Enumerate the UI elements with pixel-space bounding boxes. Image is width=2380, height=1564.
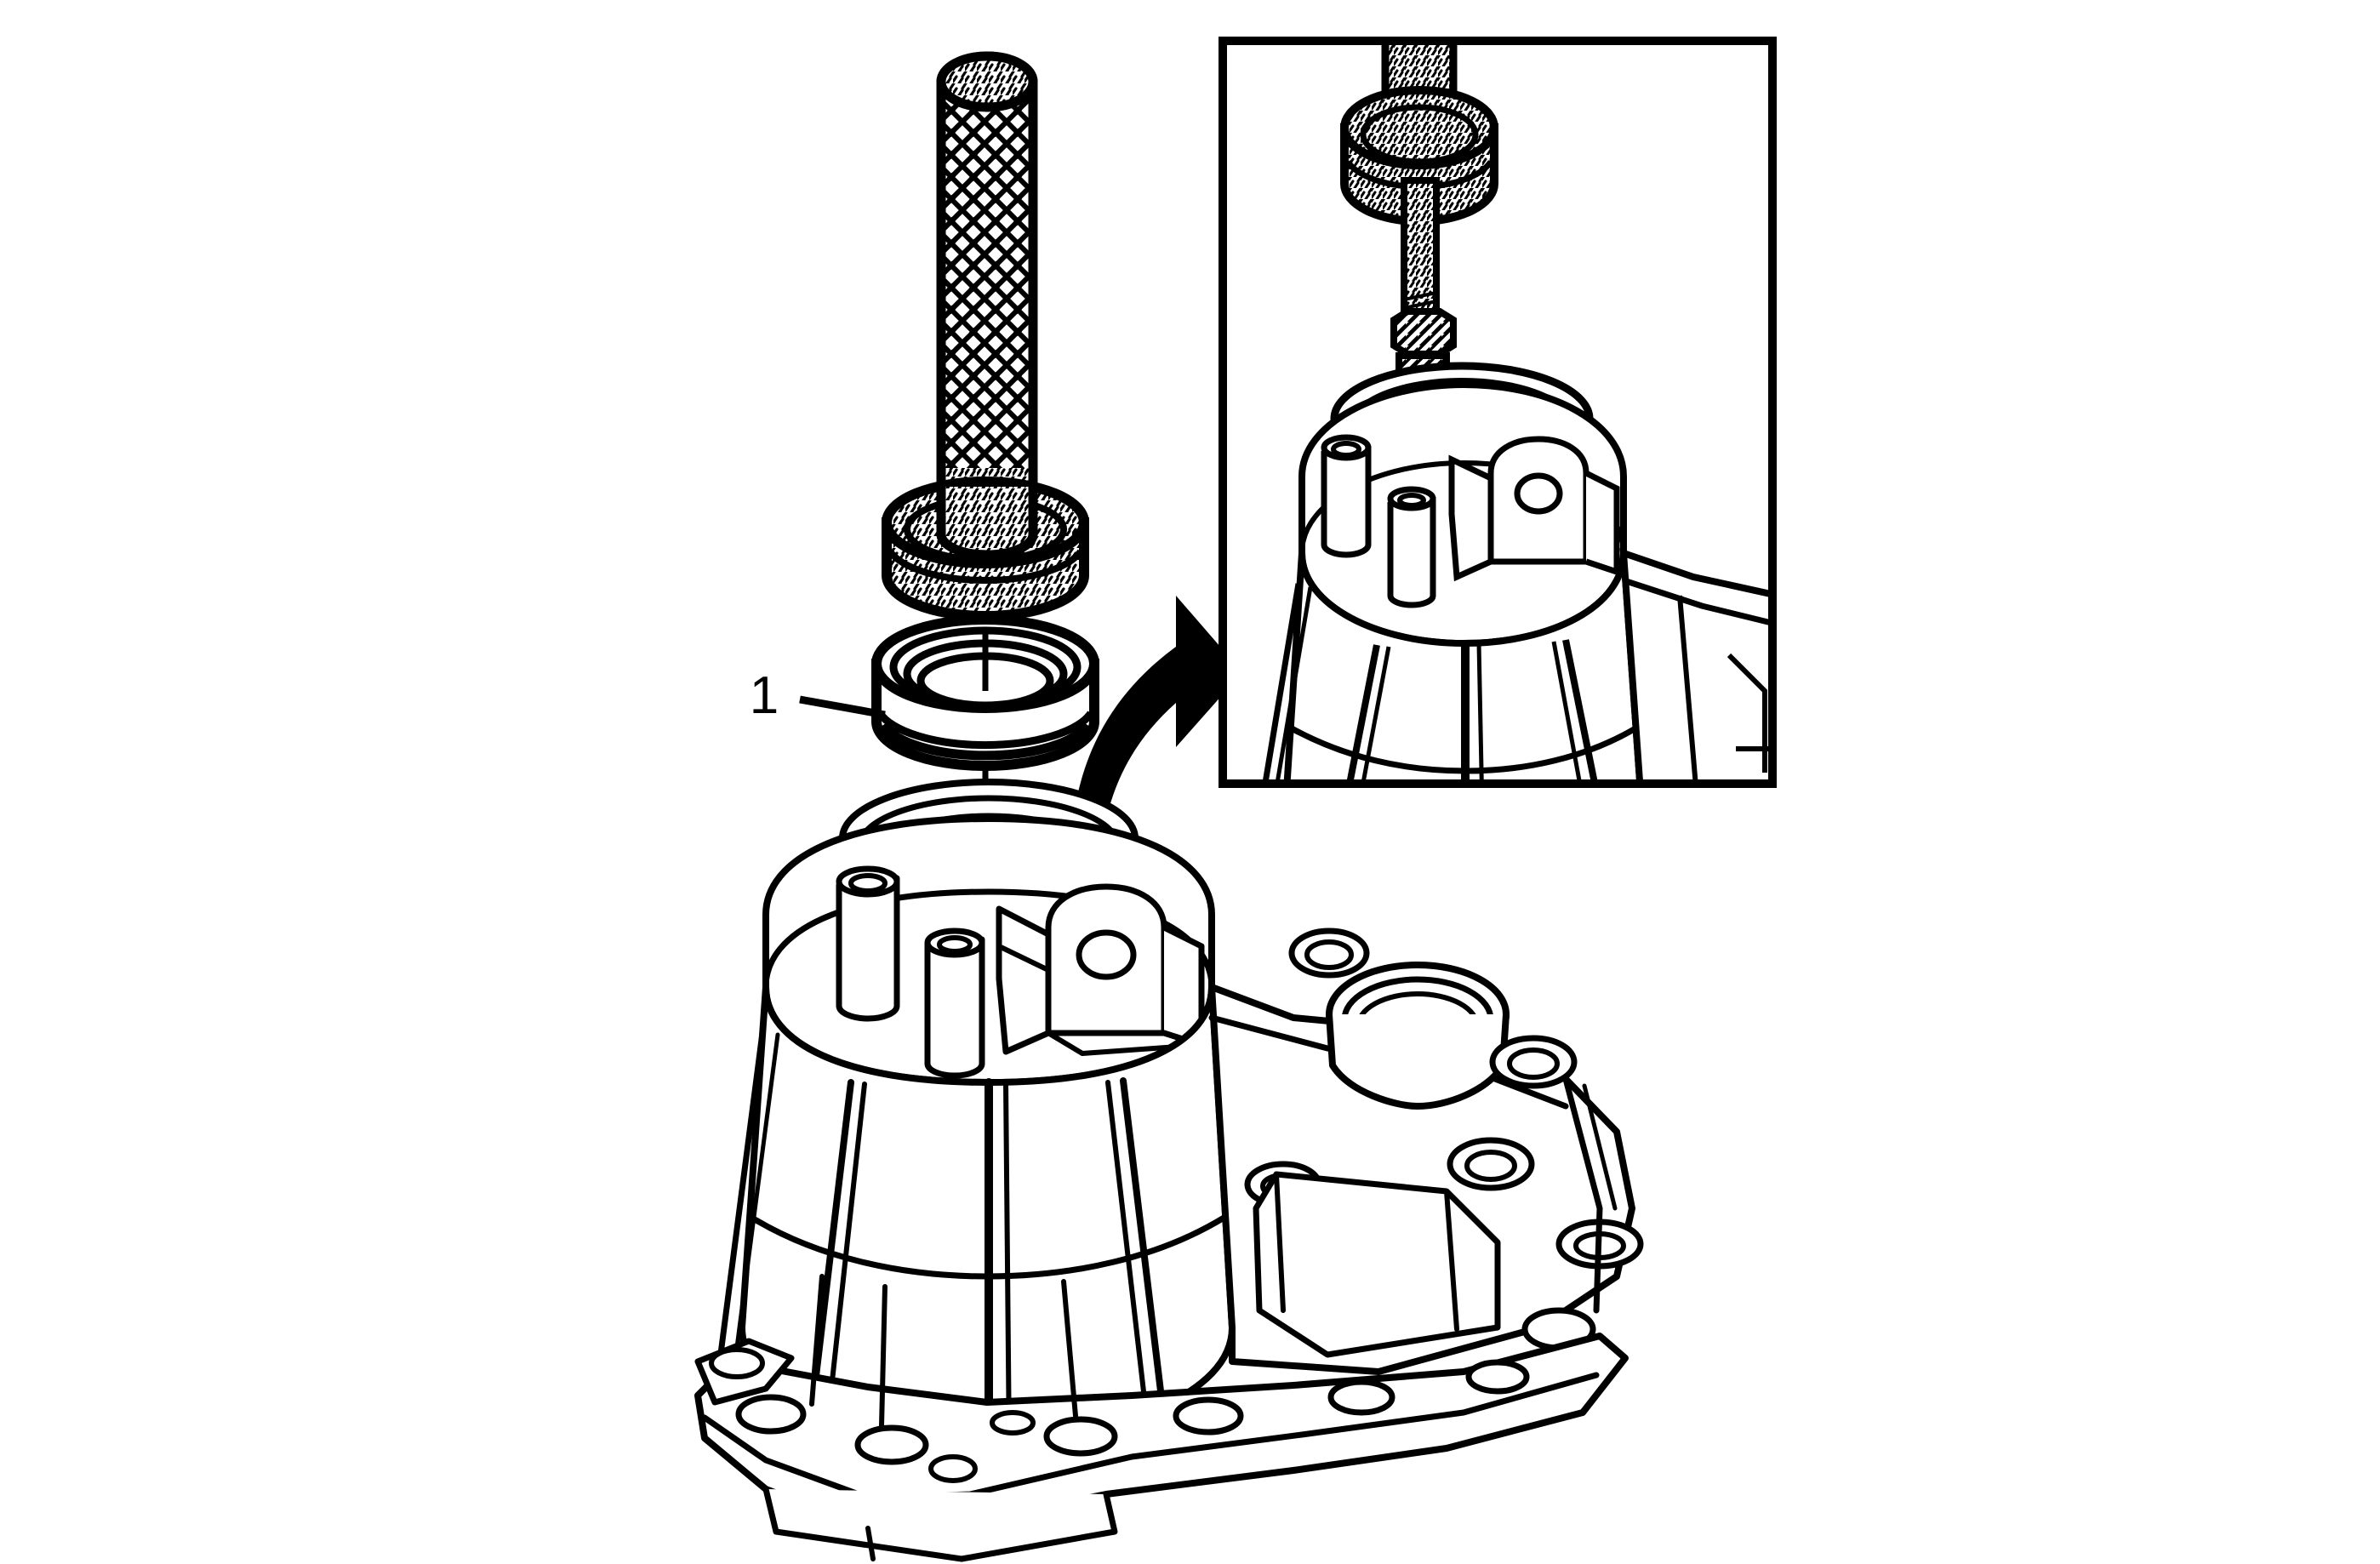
driver-shaft [936, 51, 1038, 550]
inset-driver-rod [1401, 177, 1440, 320]
inset-case-cone [1263, 552, 1643, 779]
seal-installer-driver [882, 51, 1089, 621]
transmission-case [694, 779, 1644, 1562]
inset-case-deck [1298, 380, 1627, 648]
inset-content [1263, 45, 1768, 779]
case-secondary-bore [1326, 962, 1510, 1110]
case-bottom-flange [694, 1333, 1629, 1562]
inset-case-right-body [1619, 548, 1768, 779]
driver-disc [882, 477, 1089, 621]
inset-rod-threads [1403, 291, 1437, 310]
inset-pointer-arrow [1070, 596, 1242, 854]
callout-1-leader-line [799, 695, 886, 719]
knurled-grip-band [941, 94, 1033, 468]
detail-view-inset [1219, 37, 1777, 788]
transmission-seal [871, 614, 1099, 771]
callout-1-label: 1 [750, 666, 779, 725]
case-right-body [1208, 928, 1644, 1375]
case-lug-bracket [996, 883, 1205, 1056]
callout-1: 1 [750, 666, 886, 725]
case-dowel-posts [836, 865, 985, 1079]
case-left-ribs [809, 1274, 1078, 1429]
